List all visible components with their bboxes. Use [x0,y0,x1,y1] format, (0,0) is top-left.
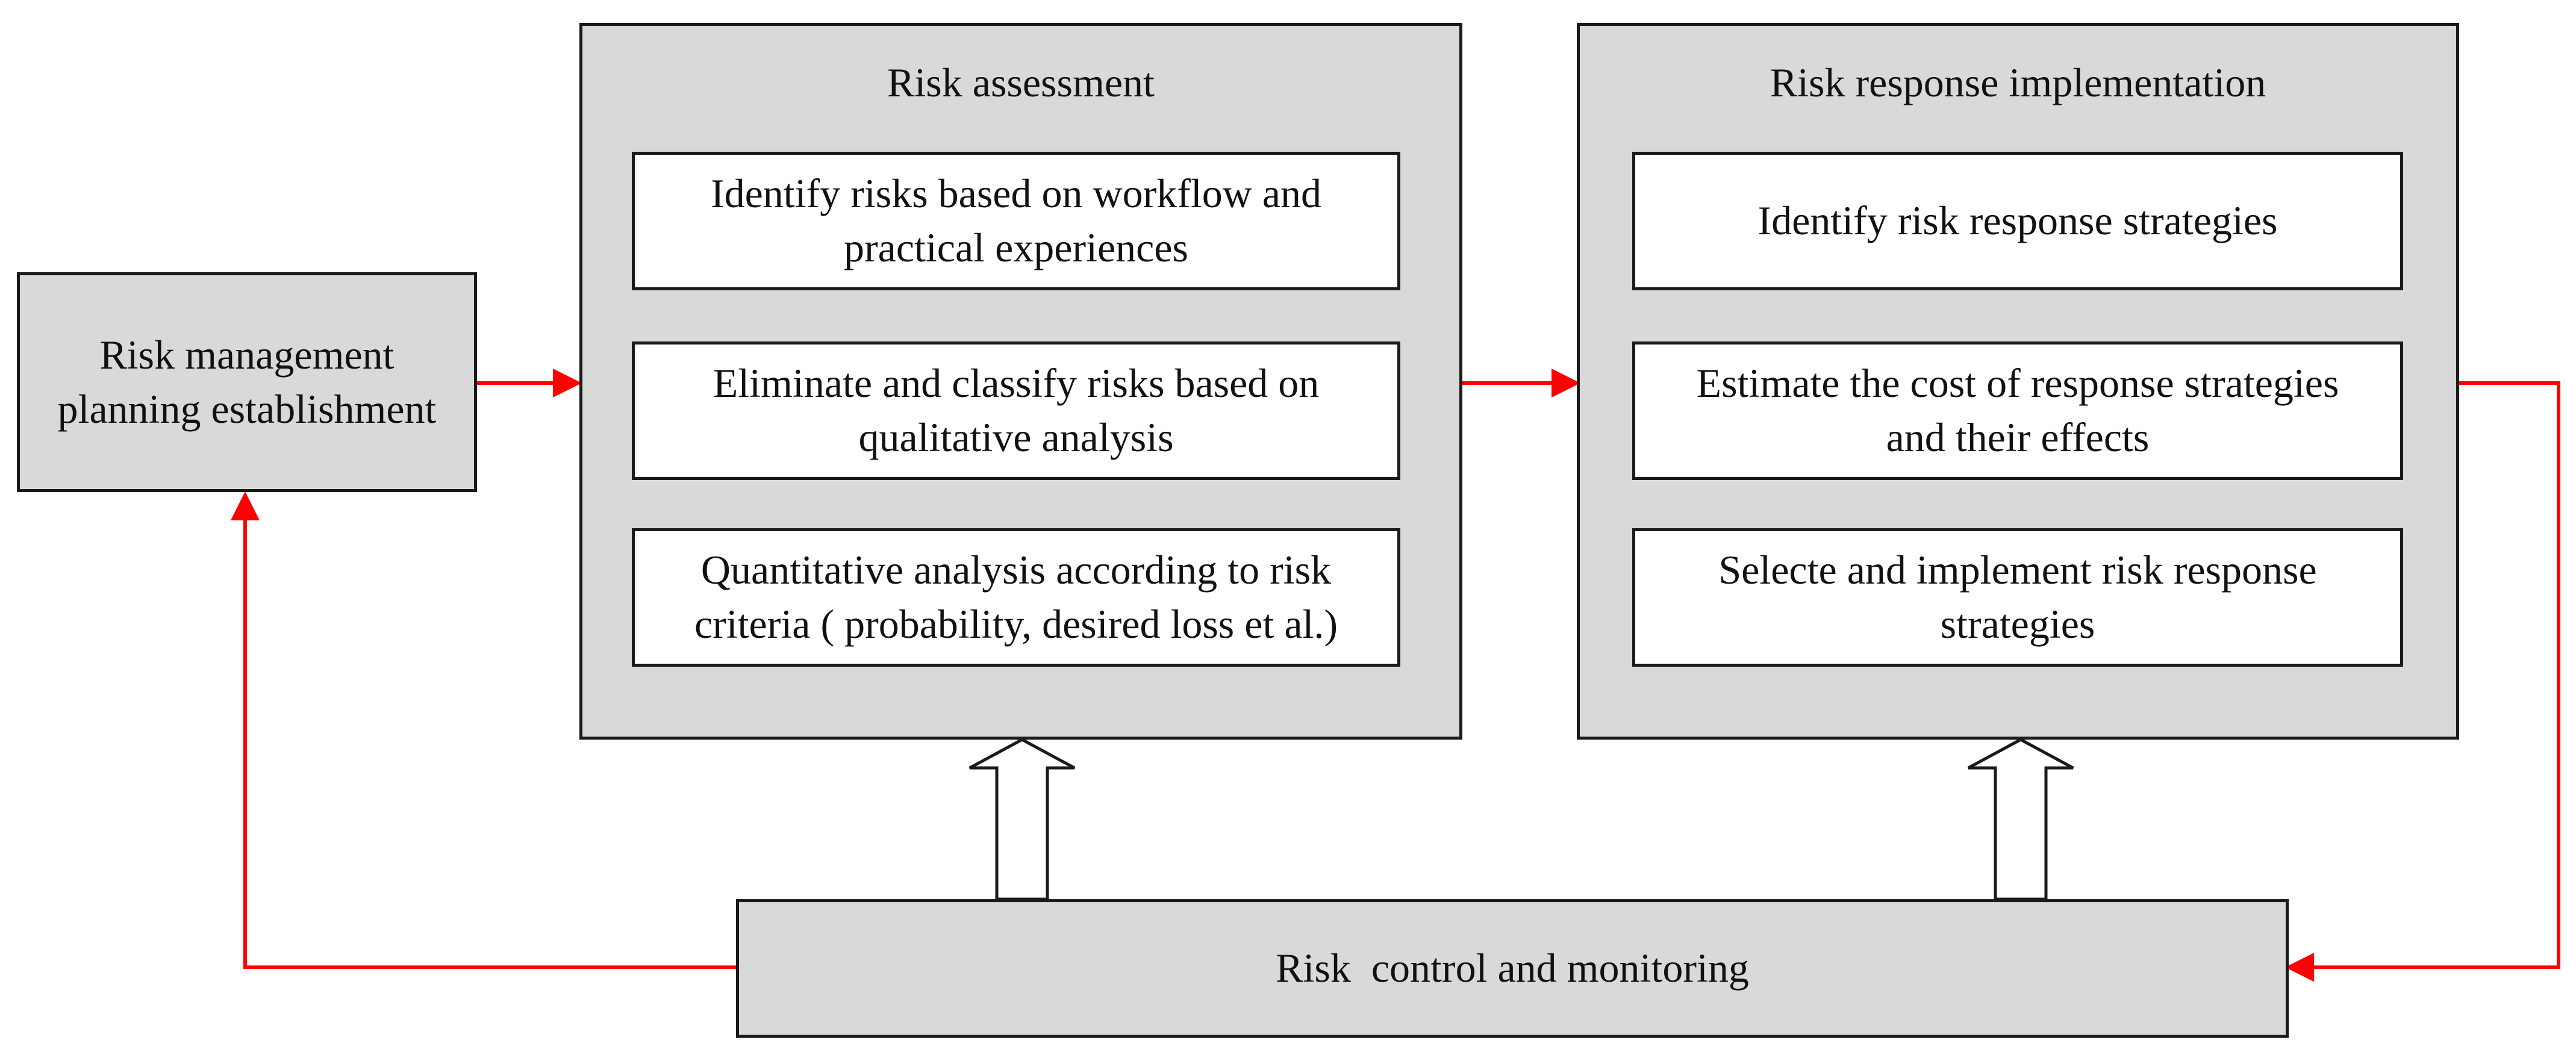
block-arrow-control-to-response [1967,738,2074,901]
response-step-2-label: Estimate the cost of response strategies… [1696,360,2339,460]
assessment-step-2: Eliminate and classify risks based on qu… [632,341,1400,480]
response-step-1-label: Identify risk response strategies [1757,198,2278,244]
response-step-3: Selecte and implement risk response stra… [1632,528,2403,667]
control-label: Risk control and monitoring [1276,945,1749,991]
control-box: Risk control and monitoring [736,899,2289,1038]
response-step-3-label: Selecte and implement risk response stra… [1718,547,2317,647]
arrow-response-to-control [2285,381,2560,982]
block-arrow-control-to-assessment [968,738,1076,901]
response-step-2: Estimate the cost of response strategies… [1632,341,2403,480]
response-step-1: Identify risk response strategies [1632,152,2403,290]
assessment-step-1-label: Identify risks based on workflow and pra… [710,170,1322,270]
planning-label: Risk management planning establishment [57,331,437,432]
assessment-step-3-label: Quantitative analysis according to risk … [694,547,1338,647]
response-title: Risk response implementation [1770,60,2266,105]
planning-box: Risk management planning establishment [17,272,477,492]
arrow-control-to-planning [231,491,736,969]
assessment-title: Risk assessment [887,60,1155,105]
assessment-step-3: Quantitative analysis according to risk … [632,528,1400,667]
assessment-step-1: Identify risks based on workflow and pra… [632,152,1400,290]
assessment-step-2-label: Eliminate and classify risks based on qu… [713,360,1320,460]
